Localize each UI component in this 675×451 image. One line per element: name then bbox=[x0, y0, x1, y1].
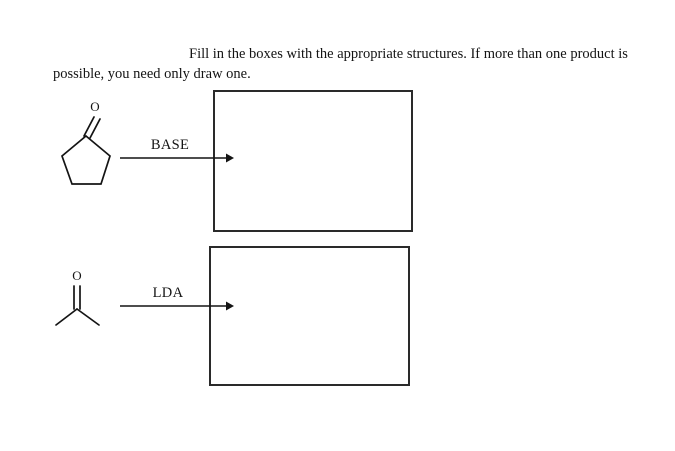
oxygen-atom-label-2: O bbox=[72, 268, 81, 283]
reaction-row-1: O BASE bbox=[40, 92, 234, 202]
oxygen-atom-label-1: O bbox=[90, 99, 99, 114]
reagent-label-base: BASE bbox=[151, 137, 189, 153]
methyl-bond-right bbox=[76, 308, 100, 326]
cyclopentanone-structure: O bbox=[60, 99, 111, 185]
instruction-line-2: product is possible, you need only draw … bbox=[53, 46, 628, 82]
reaction-row-2: O LDA bbox=[40, 258, 234, 338]
answer-box-1[interactable] bbox=[213, 90, 413, 232]
carbonyl-double-bond-line-a bbox=[83, 116, 95, 137]
reagent-label-lda: LDA bbox=[153, 285, 184, 301]
reaction-arrow-lda: LDA bbox=[120, 285, 234, 311]
reaction-arrow-base: BASE bbox=[120, 137, 234, 163]
answer-box-2[interactable] bbox=[209, 246, 410, 386]
instruction-line-1: Fill in the boxes with the appropriate s… bbox=[189, 46, 567, 62]
arrow-head-base bbox=[226, 153, 234, 163]
acetone-structure: O bbox=[55, 268, 100, 326]
instruction-text: Fill in the boxes with the appropriate s… bbox=[53, 44, 641, 84]
carbonyl-double-bond-line-b bbox=[89, 118, 101, 139]
cyclopentane-ring bbox=[60, 134, 111, 185]
arrow-head-lda bbox=[226, 301, 234, 311]
methyl-bond-left bbox=[55, 308, 78, 326]
